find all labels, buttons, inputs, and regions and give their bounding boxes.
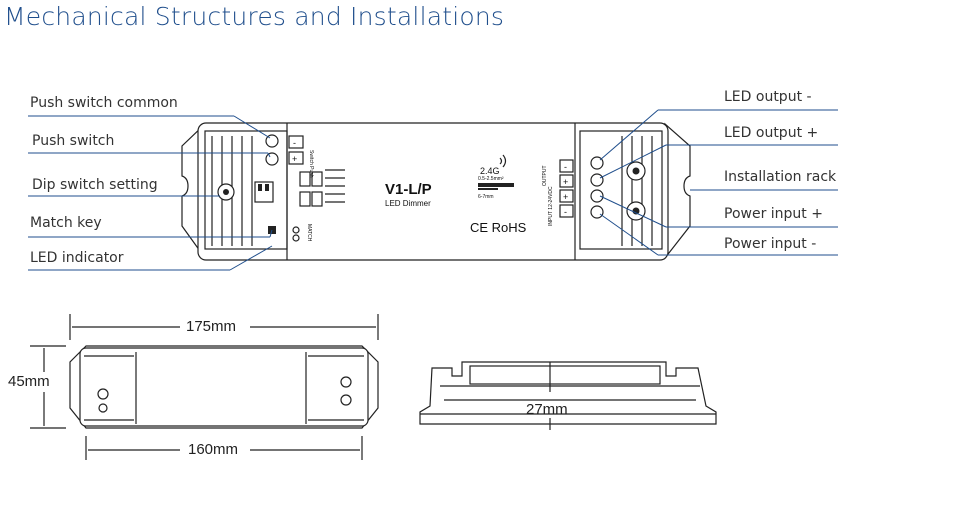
svg-text:+: + <box>563 192 568 202</box>
output-text: OUTPUT <box>542 165 548 186</box>
label-match-key: Match key <box>30 215 102 231</box>
dim-height: 27mm <box>526 401 568 418</box>
label-led-output-pos: LED output + <box>724 125 819 141</box>
label-power-input-pos: Power input + <box>724 206 823 222</box>
label-push-switch: Push switch <box>32 133 115 149</box>
svg-text:-: - <box>564 207 567 217</box>
device-top-view: - + <box>181 122 691 261</box>
page-title: Mechanical Structures and Installations <box>4 2 505 31</box>
svg-text:+: + <box>563 177 568 187</box>
strip-length: 6-7mm <box>478 194 494 200</box>
label-power-input-neg: Power input - <box>724 236 817 252</box>
dim-length-total: 175mm <box>186 318 237 335</box>
device-rf: 2.4G <box>480 166 500 176</box>
device-model: V1-L/P <box>385 181 432 198</box>
dim-length-body: 160mm <box>188 441 239 458</box>
switch-push-text: Switch Push <box>308 150 314 178</box>
device-subtitle: LED Dimmer <box>385 199 431 208</box>
dimension-top-view <box>30 314 379 460</box>
label-push-switch-common: Push switch common <box>30 95 178 111</box>
wire-gauge: 0.5-2.5mm² <box>478 176 504 182</box>
dim-width: 45mm <box>8 373 50 390</box>
svg-text:-: - <box>293 138 296 148</box>
input-text: INPUT 12-24VDC <box>548 186 554 226</box>
device-cert: CE RoHS <box>470 220 527 235</box>
label-dip-switch: Dip switch setting <box>32 177 158 193</box>
label-installation-rack: Installation rack <box>724 169 837 185</box>
label-led-output-neg: LED output - <box>724 89 812 105</box>
match-text: MATCH <box>306 224 312 242</box>
svg-text:+: + <box>292 154 297 164</box>
dimension-side-view <box>419 361 717 430</box>
label-led-indicator: LED indicator <box>30 250 124 266</box>
svg-text:-: - <box>564 162 567 172</box>
